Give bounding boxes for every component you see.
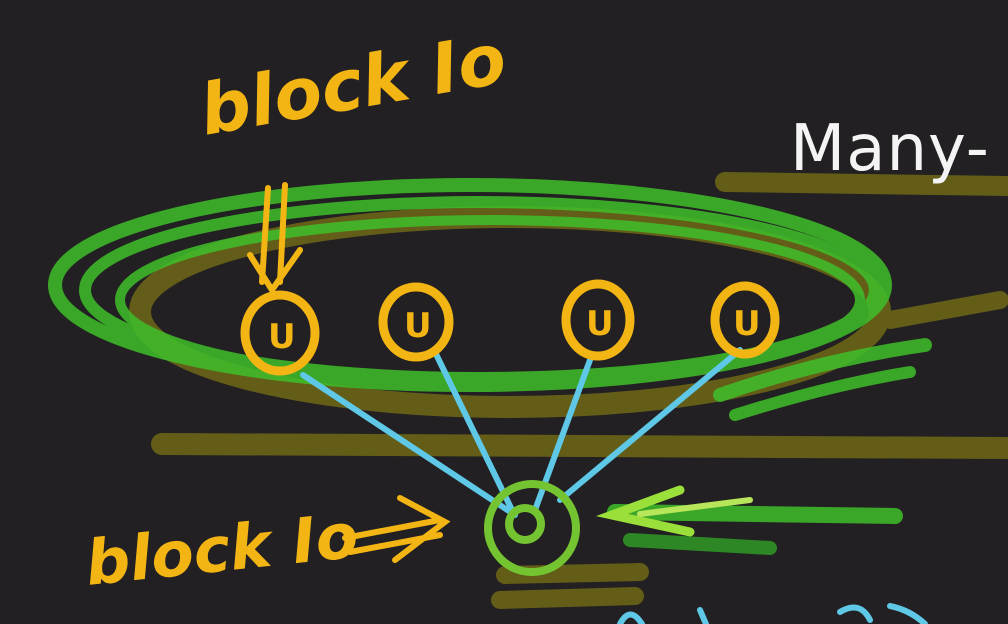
mapping-line-2 bbox=[432, 349, 515, 513]
user-thread-2: U bbox=[378, 282, 454, 362]
user-thread-4: U bbox=[710, 281, 780, 359]
user-thread-3: U bbox=[561, 279, 635, 361]
top-block-io-label: block Io bbox=[194, 17, 512, 151]
kernel-thread-outer-circle bbox=[484, 480, 580, 576]
olive-highlight-strokes bbox=[129, 172, 1008, 609]
kernel-thread-inner-circle bbox=[505, 504, 545, 544]
thread-mapping-lines bbox=[300, 347, 743, 518]
green-loop-outer bbox=[48, 178, 892, 392]
user-thread-1-label: U bbox=[268, 317, 296, 357]
top-block-arrow bbox=[247, 182, 303, 296]
green-arrow-strokes bbox=[595, 485, 903, 555]
olive-top-bar bbox=[715, 172, 1008, 196]
user-thread-nodes: U U U U bbox=[240, 279, 780, 376]
green-arrow-bright bbox=[637, 497, 753, 517]
user-thread-2-label: U bbox=[404, 306, 432, 346]
bottom-edge-scribble bbox=[617, 603, 928, 624]
heading-text: Many- bbox=[790, 112, 990, 186]
green-loop-tail-2 bbox=[729, 366, 916, 421]
kernel-thread-node bbox=[484, 480, 580, 576]
green-arrow-head bbox=[595, 485, 695, 537]
mapping-line-4 bbox=[557, 347, 743, 503]
green-loop-tail bbox=[713, 338, 932, 402]
olive-middle-bar bbox=[151, 433, 1008, 459]
olive-right-bar bbox=[881, 291, 1008, 329]
user-thread-3-label: U bbox=[586, 304, 614, 344]
bottom-block-arrow bbox=[342, 495, 451, 563]
olive-bottom-bar-2 bbox=[491, 587, 644, 609]
user-thread-4-label: U bbox=[733, 304, 761, 344]
mapping-line-1 bbox=[300, 372, 518, 518]
green-loop-strokes bbox=[48, 178, 932, 421]
user-thread-1: U bbox=[240, 290, 320, 376]
bottom-block-io-label: block Io bbox=[82, 499, 362, 600]
green-loop-inner bbox=[115, 215, 865, 385]
green-arrow-shaft-2 bbox=[623, 533, 777, 555]
